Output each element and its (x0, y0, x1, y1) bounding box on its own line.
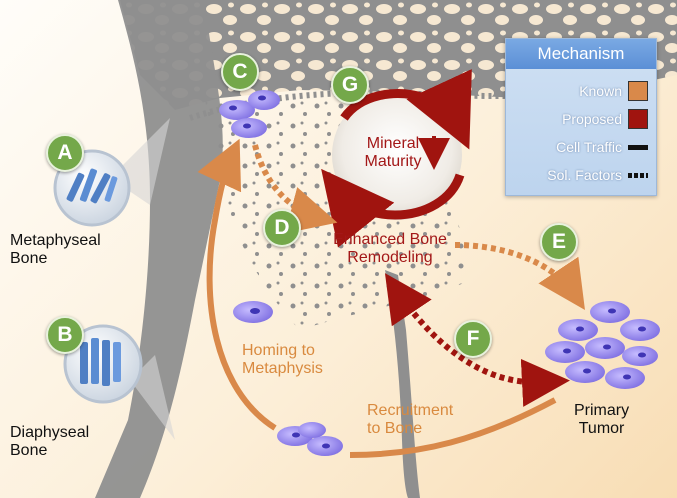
arrow-e (454, 242, 585, 310)
tumor-cell-cluster (545, 301, 660, 389)
legend-row-known: Known (579, 81, 648, 101)
label-remodeling-line1: Enhanced Bone (333, 231, 447, 248)
homing-cell (233, 301, 273, 323)
cell-cluster-bottom (277, 422, 343, 456)
label-homing-to-metaphysis: Homing to Metaphysis (242, 342, 323, 379)
badge-b: B (46, 316, 84, 354)
legend-row-sol-factors: Sol. Factors (547, 167, 648, 183)
label-homing-line2: Metaphysis (242, 360, 323, 378)
label-remodeling-line2: Remodeling (347, 249, 433, 267)
legend-sol-factors-label: Sol. Factors (547, 167, 622, 183)
label-metaphyseal-bone: Metaphyseal Bone (10, 232, 101, 269)
legend-title: Mechanism (506, 39, 656, 69)
label-diaphyseal-line1: Diaphyseal (10, 424, 90, 441)
label-recruitment-line2: to Bone (367, 420, 423, 438)
badge-e: E (540, 223, 578, 261)
label-enhanced-bone-remodeling: Enhanced Bone Remodeling (325, 231, 455, 268)
bone-shaft (95, 0, 223, 498)
label-metaphyseal-line1: Metaphyseal (10, 232, 101, 249)
label-mineral-line1: Mineral (366, 135, 420, 152)
legend-proposed-label: Proposed (562, 111, 622, 127)
label-metaphyseal-line2: Bone (10, 250, 48, 268)
cell-cluster-metaphysis (219, 90, 280, 138)
magnifier-metaphyseal (53, 118, 170, 227)
recruitment-arrow (349, 397, 557, 458)
legend-cell-traffic-label: Cell Traffic (556, 139, 622, 155)
arrow-f (384, 273, 570, 407)
legend-row-proposed: Proposed (562, 109, 648, 129)
label-diaphyseal-bone: Diaphyseal Bone (10, 424, 89, 461)
arrow-d (252, 144, 338, 234)
label-mineral-line2: Maturity (364, 153, 422, 171)
mechanism-legend: Mechanism Known Proposed Cell Traffic So… (505, 38, 657, 196)
magnifier-diaphyseal (63, 324, 175, 440)
legend-known-label: Known (579, 83, 622, 99)
badge-g: G (331, 66, 369, 104)
label-homing-line1: Homing to (242, 342, 315, 359)
label-primary-tumor: Primary Tumor (574, 402, 629, 439)
label-diaphyseal-line2: Bone (10, 442, 48, 460)
known-swatch-icon (628, 81, 648, 101)
legend-row-cell-traffic: Cell Traffic (556, 139, 648, 155)
label-mineral-maturity: Mineral Maturity (348, 135, 438, 172)
dashed-line-icon (628, 172, 648, 178)
label-tumor-line2: Tumor (578, 420, 625, 438)
label-recruitment-to-bone: Recruitment to Bone (367, 402, 453, 439)
label-tumor-line1: Primary (574, 402, 630, 419)
label-recruitment-line1: Recruitment (367, 402, 454, 419)
homing-arrow (197, 138, 277, 431)
badge-a: A (46, 134, 84, 172)
solid-line-icon (628, 144, 648, 150)
proposed-swatch-icon (628, 109, 648, 129)
badge-c: C (221, 53, 259, 91)
mineral-maturity-cycle (321, 69, 472, 248)
badge-d: D (263, 209, 301, 247)
badge-f: F (454, 320, 492, 358)
